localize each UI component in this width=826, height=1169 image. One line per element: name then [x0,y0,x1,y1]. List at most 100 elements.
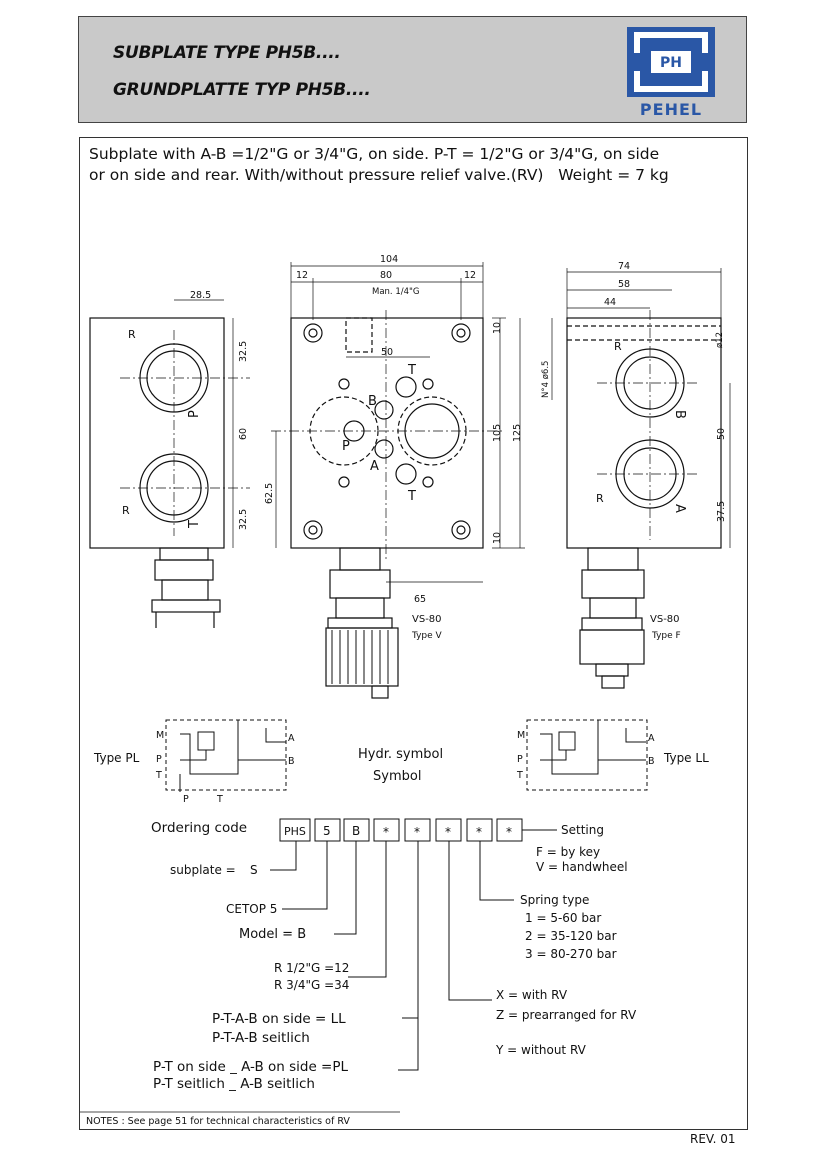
sym-pl-a: A [288,733,295,744]
right-view-body [566,317,722,549]
intro-text: Subplate with A-B =1/2"G or 3/4"G, on si… [89,144,669,186]
port-a-center: A [370,459,379,474]
sym-ll-p: P [517,754,523,765]
dim-10-bottom: 10 [492,532,503,544]
revision: REV. 01 [690,1132,736,1146]
port-p-center: P [342,439,350,454]
option-y: Y = without RV [495,1043,587,1057]
logo-mark: PH [660,55,682,71]
port-r12: R 1/2"G =12 [274,961,349,975]
code-box-b: B [352,824,360,838]
sym-pl-m: M [156,730,164,741]
dim-125: 125 [512,424,523,442]
model-label: Model = B [239,927,306,942]
drawing-frame [79,137,748,1130]
setting-v-handwheel: V = handwheel [536,860,628,874]
dim-12-left: 12 [296,270,308,281]
dim-dia-12: ø12 [715,332,725,348]
code-box-star-1: * [383,825,389,839]
center-view-body [290,317,484,549]
ordering-code-label: Ordering code [151,820,247,836]
dim-74: 74 [618,261,630,272]
dim-12-right: 12 [464,270,476,281]
setting-f-key: F = by key [536,845,600,859]
hydr-symbol-en: Hydr. symbol [358,747,443,762]
port-t-top: T [407,363,416,378]
sym-pl-p: P [156,754,162,765]
pl-option-de: P-T seitlich _ A-B seitlich [153,1076,315,1092]
port-r-left-bottom: R [122,504,130,517]
port-p-left: P [187,410,202,418]
code-box-star-5: * [506,825,512,839]
valve-v-name: VS-80 [412,614,442,625]
dim-60: 60 [238,428,249,440]
sym-ll-b: B [648,756,655,767]
notes: NOTES : See page 51 for technical charac… [86,1116,350,1127]
title-de: GRUNDPLATTE TYP PH5B.... [113,80,371,100]
dim-n4-holes: N°4 ø6.5 [541,361,551,398]
valve-f-name: VS-80 [650,614,680,625]
dim-50-right: 50 [716,428,727,440]
code-box-phs: PHS [284,825,306,838]
dim-65: 65 [414,594,426,605]
sym-pl-p-bottom: P [183,794,189,805]
code-box-star-2: * [414,825,420,839]
spring-2: 2 = 35-120 bar [525,929,617,943]
dim-104: 104 [380,254,398,265]
dim-80: 80 [380,270,392,281]
ll-option-en: P-T-A-B on side = LL [212,1011,346,1027]
intro-line-2: or on side and rear. With/without pressu… [89,166,669,184]
sym-pl-t: T [155,770,162,781]
subplate-value: S [250,863,258,877]
setting-label: Setting [561,823,604,837]
sym-ll-a: A [648,733,655,744]
spring-type-label: Spring type [520,893,589,907]
dim-37-5: 37.5 [716,501,727,522]
valve-f-type: Type F [651,631,681,641]
ll-option-de: P-T-A-B seitlich [212,1030,310,1046]
code-box-star-3: * [445,825,451,839]
dim-manometer: Man. 1/4"G [372,287,420,297]
code-box-star-4: * [476,825,482,839]
code-box-5: 5 [323,824,331,838]
port-r-right-top: R [614,340,622,353]
option-x: X = with RV [496,988,568,1002]
hydr-symbol-de: Symbol [373,769,421,784]
port-a-right: A [672,504,687,513]
cetop-label: CETOP 5 [226,902,277,916]
subplate-label: subplate = [170,863,236,877]
logo-text: PEHEL [640,100,702,119]
sym-ll-t: T [516,770,523,781]
dim-58: 58 [618,279,630,290]
pehel-logo: PH PEHEL [627,27,715,119]
sym-pl-t-bottom: T [216,794,223,805]
port-r34: R 3/4"G =34 [274,978,349,992]
type-pl-label: Type PL [93,751,140,765]
dim-44: 44 [604,297,616,308]
intro-line-1: Subplate with A-B =1/2"G or 3/4"G, on si… [89,145,660,163]
valve-v-type: Type V [411,631,443,641]
dim-32-5-bottom: 32.5 [238,509,249,530]
title-en: SUBPLATE TYPE PH5B.... [113,43,341,63]
port-b-right: B [672,410,687,419]
dim-62-5: 62.5 [264,483,275,504]
port-r-right-bottom: R [596,492,604,505]
dim-28-5: 28.5 [190,290,211,301]
spring-3: 3 = 80-270 bar [525,947,617,961]
header-banner: SUBPLATE TYPE PH5B.... GRUNDPLATTE TYP P… [78,16,747,123]
port-t-left: T [187,520,202,529]
dim-105: 105 [492,424,503,442]
port-t-bottom: T [407,489,416,504]
dim-50-top: 50 [381,347,393,358]
type-ll-label: Type LL [663,751,709,765]
pl-option-en: P-T on side _ A-B on side =PL [153,1059,349,1075]
dim-32-5-top: 32.5 [238,341,249,362]
left-view-body [89,317,225,549]
port-b-center: B [368,394,377,409]
dim-10-top: 10 [492,322,503,334]
option-z: Z = prearranged for RV [496,1008,637,1022]
sym-ll-m: M [517,730,525,741]
sym-pl-b: B [288,756,295,767]
port-r-left-top: R [128,328,136,341]
